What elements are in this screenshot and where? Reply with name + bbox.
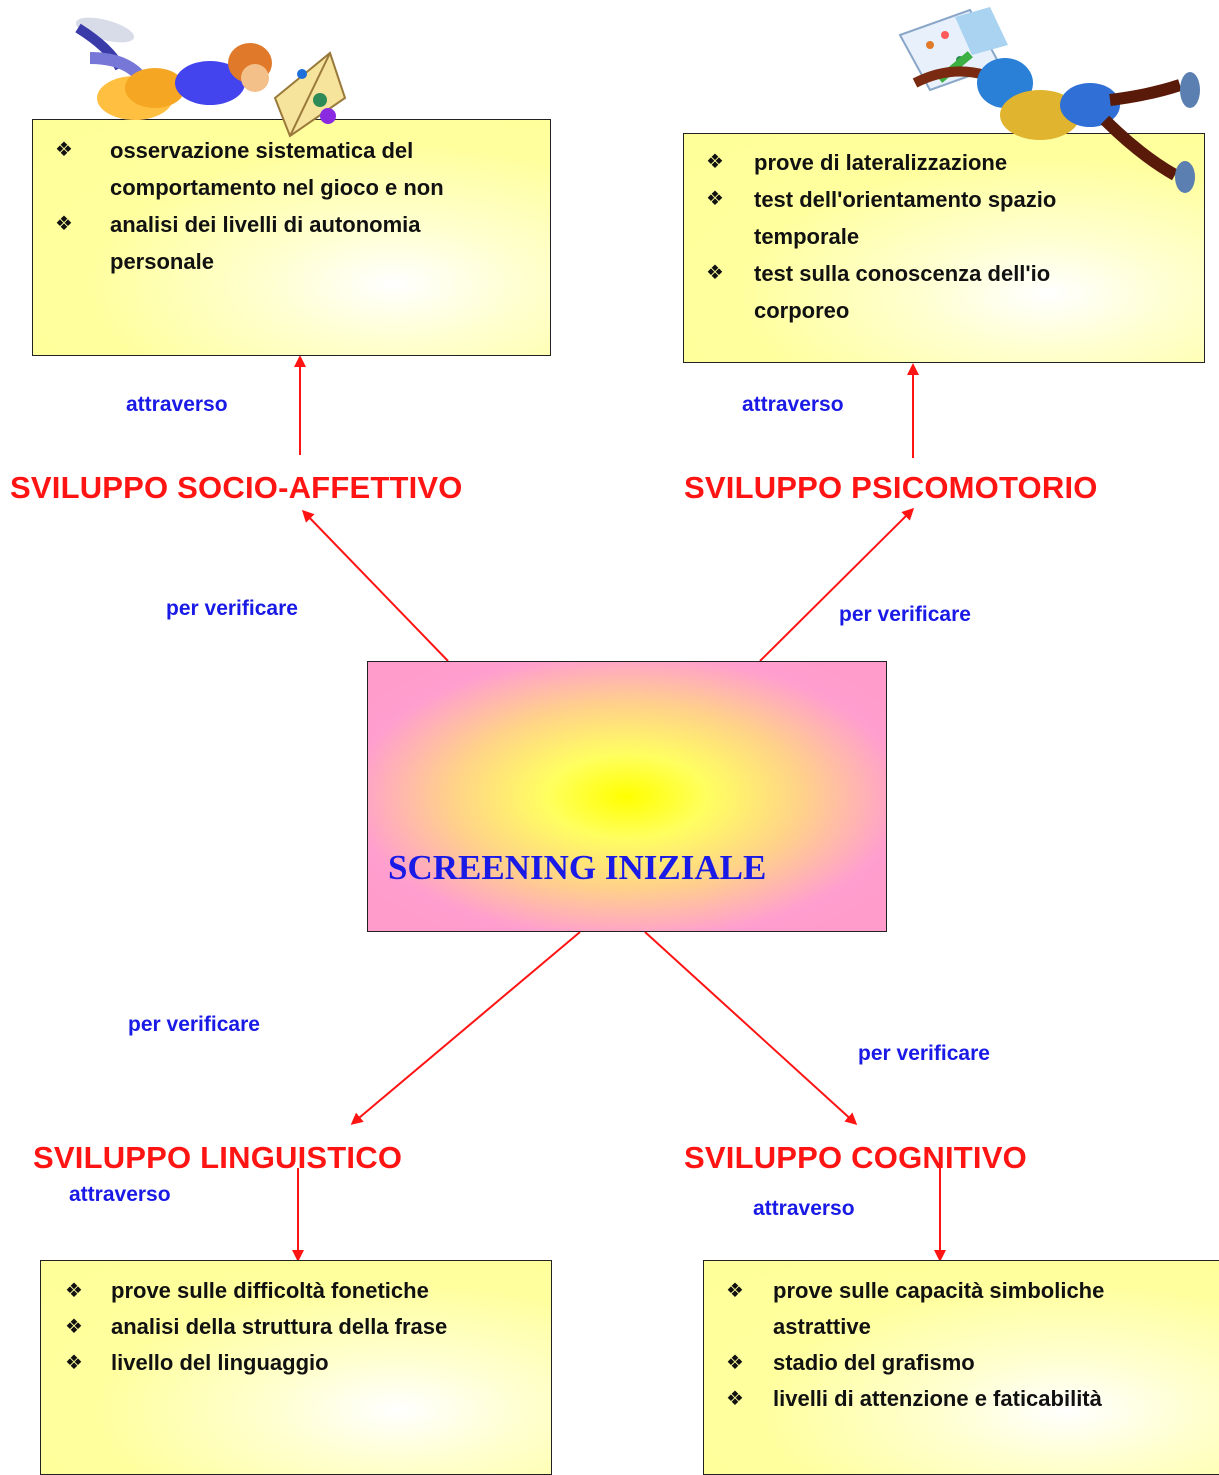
diamond-bullet-icon: ❖ bbox=[706, 262, 724, 284]
via-label-psico: attraverso bbox=[742, 393, 844, 416]
arrow-center-to-linguistico bbox=[350, 931, 581, 1125]
linguistico-methods-box: ❖ prove sulle difficoltà fonetiche ❖ ana… bbox=[40, 1260, 552, 1475]
list-item: ❖ prove di lateralizzazione bbox=[706, 144, 1174, 181]
diamond-bullet-icon: ❖ bbox=[65, 1352, 83, 1374]
center-title: SCREENING INIZIALE bbox=[388, 848, 767, 887]
psico-methods-box: ❖ prove di lateralizzazione ❖ test dell'… bbox=[683, 133, 1205, 363]
diamond-bullet-icon: ❖ bbox=[706, 188, 724, 210]
list-item: ❖ analisi della struttura della frase bbox=[65, 1309, 541, 1345]
link-label-socio: per verificare bbox=[166, 597, 298, 620]
boy-drawing-clipart bbox=[898, 7, 1200, 193]
via-label-cognitivo: attraverso bbox=[753, 1197, 855, 1220]
arrow-center-to-psico bbox=[759, 507, 915, 662]
list-item: ❖ test sulla conoscenza dell'io corporeo bbox=[706, 255, 1094, 329]
link-label-cognitivo: per verificare bbox=[858, 1042, 990, 1065]
diamond-bullet-icon: ❖ bbox=[726, 1352, 744, 1374]
diamond-bullet-icon: ❖ bbox=[55, 213, 73, 235]
socio-methods-box: ❖ osservazione sistematica del comportam… bbox=[32, 119, 551, 356]
diamond-bullet-icon: ❖ bbox=[726, 1280, 744, 1302]
list-item: ❖ test dell'orientamento spazio temporal… bbox=[706, 181, 1144, 255]
diamond-bullet-icon: ❖ bbox=[726, 1388, 744, 1410]
cognitivo-methods-box: ❖ prove sulle capacità simboliche astrat… bbox=[703, 1260, 1219, 1475]
diamond-bullet-icon: ❖ bbox=[65, 1316, 83, 1338]
diamond-bullet-icon: ❖ bbox=[706, 151, 724, 173]
heading-psicomotorio: SVILUPPO PSICOMOTORIO bbox=[684, 470, 1098, 505]
list-item: ❖ prove sulle difficoltà fonetiche bbox=[65, 1273, 541, 1309]
heading-linguistico: SVILUPPO LINGUISTICO bbox=[33, 1140, 403, 1175]
list-item: ❖ prove sulle capacità simboliche astrat… bbox=[726, 1273, 1173, 1345]
heading-socio-affettivo: SVILUPPO SOCIO-AFFETTIVO bbox=[10, 470, 463, 505]
girl-reading-clipart bbox=[75, 17, 347, 138]
list-item: ❖ osservazione sistematica del comportam… bbox=[55, 132, 480, 206]
diamond-bullet-icon: ❖ bbox=[55, 139, 73, 161]
arrow-center-to-socio bbox=[301, 509, 449, 662]
link-label-psico: per verificare bbox=[839, 603, 971, 626]
list-item: ❖ livello del linguaggio bbox=[65, 1345, 541, 1381]
list-item: ❖ stadio del grafismo bbox=[726, 1345, 1214, 1381]
via-label-linguistico: attraverso bbox=[69, 1183, 171, 1206]
list-item: ❖ livelli di attenzione e faticabilità bbox=[726, 1381, 1214, 1417]
list-item: ❖ analisi dei livelli di autonomia perso… bbox=[55, 206, 480, 280]
diamond-bullet-icon: ❖ bbox=[65, 1280, 83, 1302]
arrow-center-to-cognitivo bbox=[644, 931, 858, 1126]
screening-center-box: SCREENING INIZIALE bbox=[367, 661, 887, 932]
heading-cognitivo: SVILUPPO COGNITIVO bbox=[684, 1140, 1027, 1175]
link-label-linguistico: per verificare bbox=[128, 1013, 260, 1036]
via-label-socio: attraverso bbox=[126, 393, 228, 416]
